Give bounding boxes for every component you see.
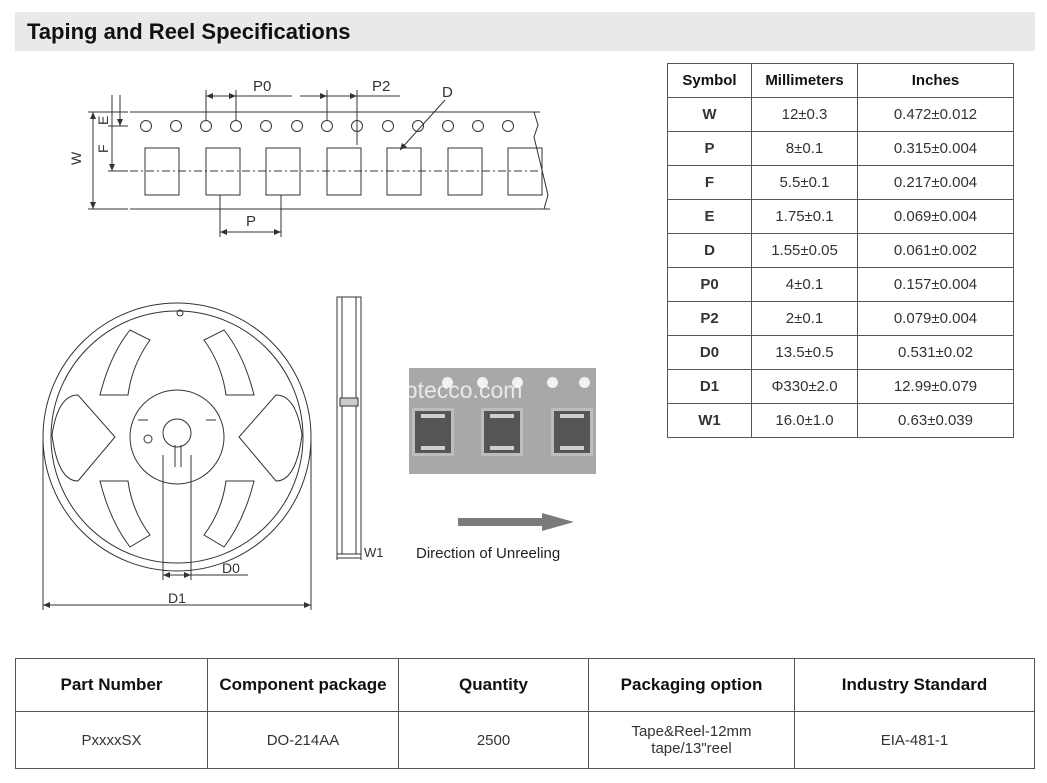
title-bar: Taping and Reel Specifications	[15, 12, 1035, 51]
spec-in: 0.157±0.004	[857, 267, 1014, 302]
spec-symbol: W	[667, 97, 752, 132]
order-header-packaging: Packaging option	[588, 658, 795, 712]
order-header-standard: Industry Standard	[794, 658, 1035, 712]
order-part-number: PxxxxSX	[15, 711, 208, 769]
spec-symbol: D	[667, 233, 752, 268]
spec-mm: 12±0.3	[751, 97, 858, 132]
watermark: pptecco.com	[392, 377, 523, 403]
spec-header-symbol: Symbol	[667, 63, 752, 98]
spec-in: 0.079±0.004	[857, 301, 1014, 336]
component-chip	[412, 408, 454, 456]
order-header-package: Component package	[207, 658, 399, 712]
label-e: E	[95, 116, 111, 125]
spec-symbol: P2	[667, 301, 752, 336]
spec-mm: 8±0.1	[751, 131, 858, 166]
order-package: DO-214AA	[207, 711, 399, 769]
spec-mm: Φ330±2.0	[751, 369, 858, 404]
spec-mm: 1.55±0.05	[751, 233, 858, 268]
label-f: F	[95, 144, 111, 153]
reel-diagram: D0 D1 W1	[42, 296, 384, 610]
sprocket-hole	[442, 377, 453, 388]
spec-in: 0.531±0.02	[857, 335, 1014, 370]
order-header-row: Part Number Component package Quantity P…	[15, 658, 1035, 712]
spec-mm: 1.75±0.1	[751, 199, 858, 234]
sprocket-hole	[512, 377, 523, 388]
order-table: Part Number Component package Quantity P…	[15, 658, 1035, 769]
spec-mm: 13.5±0.5	[751, 335, 858, 370]
label-d1: D1	[168, 590, 186, 606]
spec-mm: 2±0.1	[751, 301, 858, 336]
spec-header-millimeters: Millimeters	[751, 63, 858, 98]
direction-label: Direction of Unreeling	[416, 545, 561, 562]
spec-header-inches: Inches	[857, 63, 1014, 98]
label-p2: P2	[372, 78, 390, 95]
spec-symbol: E	[667, 199, 752, 234]
component-chip	[551, 408, 593, 456]
tape-diagram: P0 P2 D P W F E	[68, 78, 550, 237]
page-title: Taping and Reel Specifications	[27, 19, 351, 44]
spec-symbol: P	[667, 131, 752, 166]
label-d0: D0	[222, 560, 240, 576]
sprocket-hole	[547, 377, 558, 388]
spec-in: 0.069±0.004	[857, 199, 1014, 234]
spec-symbol: D1	[667, 369, 752, 404]
spec-symbol: P0	[667, 267, 752, 302]
order-quantity: 2500	[398, 711, 589, 769]
order-packaging: Tape&Reel-12mm tape/13"reel	[588, 711, 795, 769]
tape-photo	[409, 368, 596, 474]
spec-symbol: D0	[667, 335, 752, 370]
order-standard: EIA-481-1	[794, 711, 1035, 769]
spec-mm: 5.5±0.1	[751, 165, 858, 200]
order-header-quantity: Quantity	[398, 658, 589, 712]
spec-in: 0.63±0.039	[857, 403, 1014, 438]
label-d: D	[442, 84, 453, 101]
spec-in: 0.217±0.004	[857, 165, 1014, 200]
label-w1: W1	[364, 545, 384, 560]
spec-in: 0.472±0.012	[857, 97, 1014, 132]
spec-symbol: F	[667, 165, 752, 200]
spec-mm: 16.0±1.0	[751, 403, 858, 438]
direction-arrow-icon	[458, 513, 574, 531]
spec-header-row: Symbol Millimeters Inches	[667, 63, 1014, 98]
label-w: W	[68, 151, 84, 165]
table-row: PxxxxSX DO-214AA 2500 Tape&Reel-12mm tap…	[15, 711, 1035, 769]
sprocket-hole	[477, 377, 488, 388]
sprocket-hole	[579, 377, 590, 388]
spec-in: 0.061±0.002	[857, 233, 1014, 268]
label-p0: P0	[253, 78, 271, 95]
spec-in: 0.315±0.004	[857, 131, 1014, 166]
spec-mm: 4±0.1	[751, 267, 858, 302]
spec-symbol: W1	[667, 403, 752, 438]
order-header-part-number: Part Number	[15, 658, 208, 712]
spec-in: 12.99±0.079	[857, 369, 1014, 404]
label-p: P	[246, 213, 256, 230]
component-chip	[481, 408, 523, 456]
